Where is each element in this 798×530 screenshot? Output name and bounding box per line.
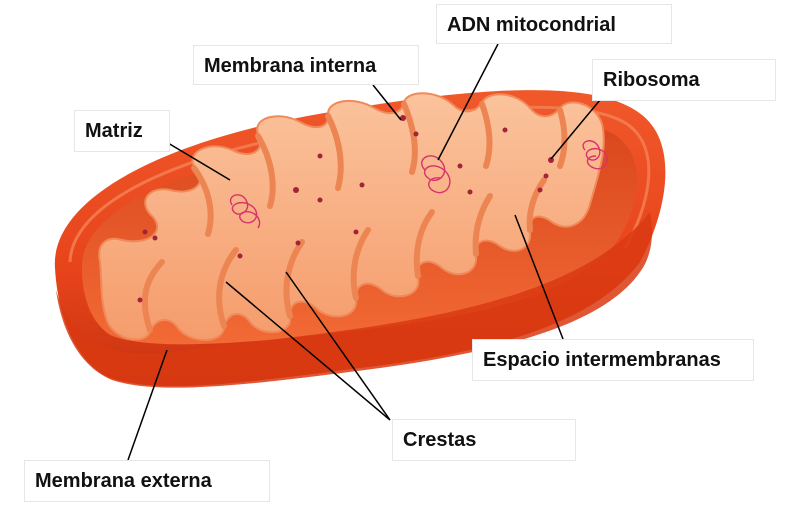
ribosome-dot — [353, 229, 359, 235]
inner-membrane-cristae — [98, 92, 605, 341]
label-adn-mitocondrial: ADN mitocondrial — [436, 4, 672, 44]
leader-line-membrana-interna — [372, 84, 402, 121]
ribosome-dot — [142, 229, 148, 235]
ribosome-dot — [413, 131, 419, 137]
crista-folds — [141, 101, 568, 333]
ribosome-dot — [537, 187, 543, 193]
ribosome-dot — [317, 153, 323, 159]
leader-line-espacio — [514, 214, 564, 340]
ribosome-dot — [543, 173, 549, 179]
label-crestas: Crestas — [392, 419, 576, 461]
ribosome-dot — [317, 197, 323, 203]
leader-line-matriz — [167, 142, 231, 181]
ribosome-dot — [359, 182, 365, 188]
ribosome-dot — [237, 253, 243, 259]
leader-line-ribosoma — [550, 99, 601, 160]
ribosome-dot — [467, 189, 473, 195]
ribosome-dot — [457, 163, 463, 169]
leader-lines — [127, 43, 601, 461]
leader-line-adn — [437, 43, 499, 161]
ribosome-dot — [400, 115, 406, 121]
leader-line-crestas-2 — [285, 271, 391, 421]
ribosomes — [137, 115, 554, 303]
mitochondrial-dna — [229, 140, 608, 229]
ribosome-dot — [502, 127, 508, 133]
ribosome-dot — [295, 240, 301, 246]
label-espacio-intermembranas: Espacio intermembranas — [472, 339, 754, 381]
ribosome-dot — [152, 235, 158, 241]
ribosome-dot — [293, 187, 299, 193]
ribosome-dot — [137, 297, 143, 303]
label-matriz: Matriz — [74, 110, 170, 152]
leader-line-crestas-1 — [225, 281, 391, 421]
label-ribosoma: Ribosoma — [592, 59, 776, 101]
label-membrana-interna: Membrana interna — [193, 45, 419, 85]
ribosome-dot — [548, 157, 554, 163]
leader-line-membrana-externa — [127, 349, 168, 461]
label-membrana-externa: Membrana externa — [24, 460, 270, 502]
